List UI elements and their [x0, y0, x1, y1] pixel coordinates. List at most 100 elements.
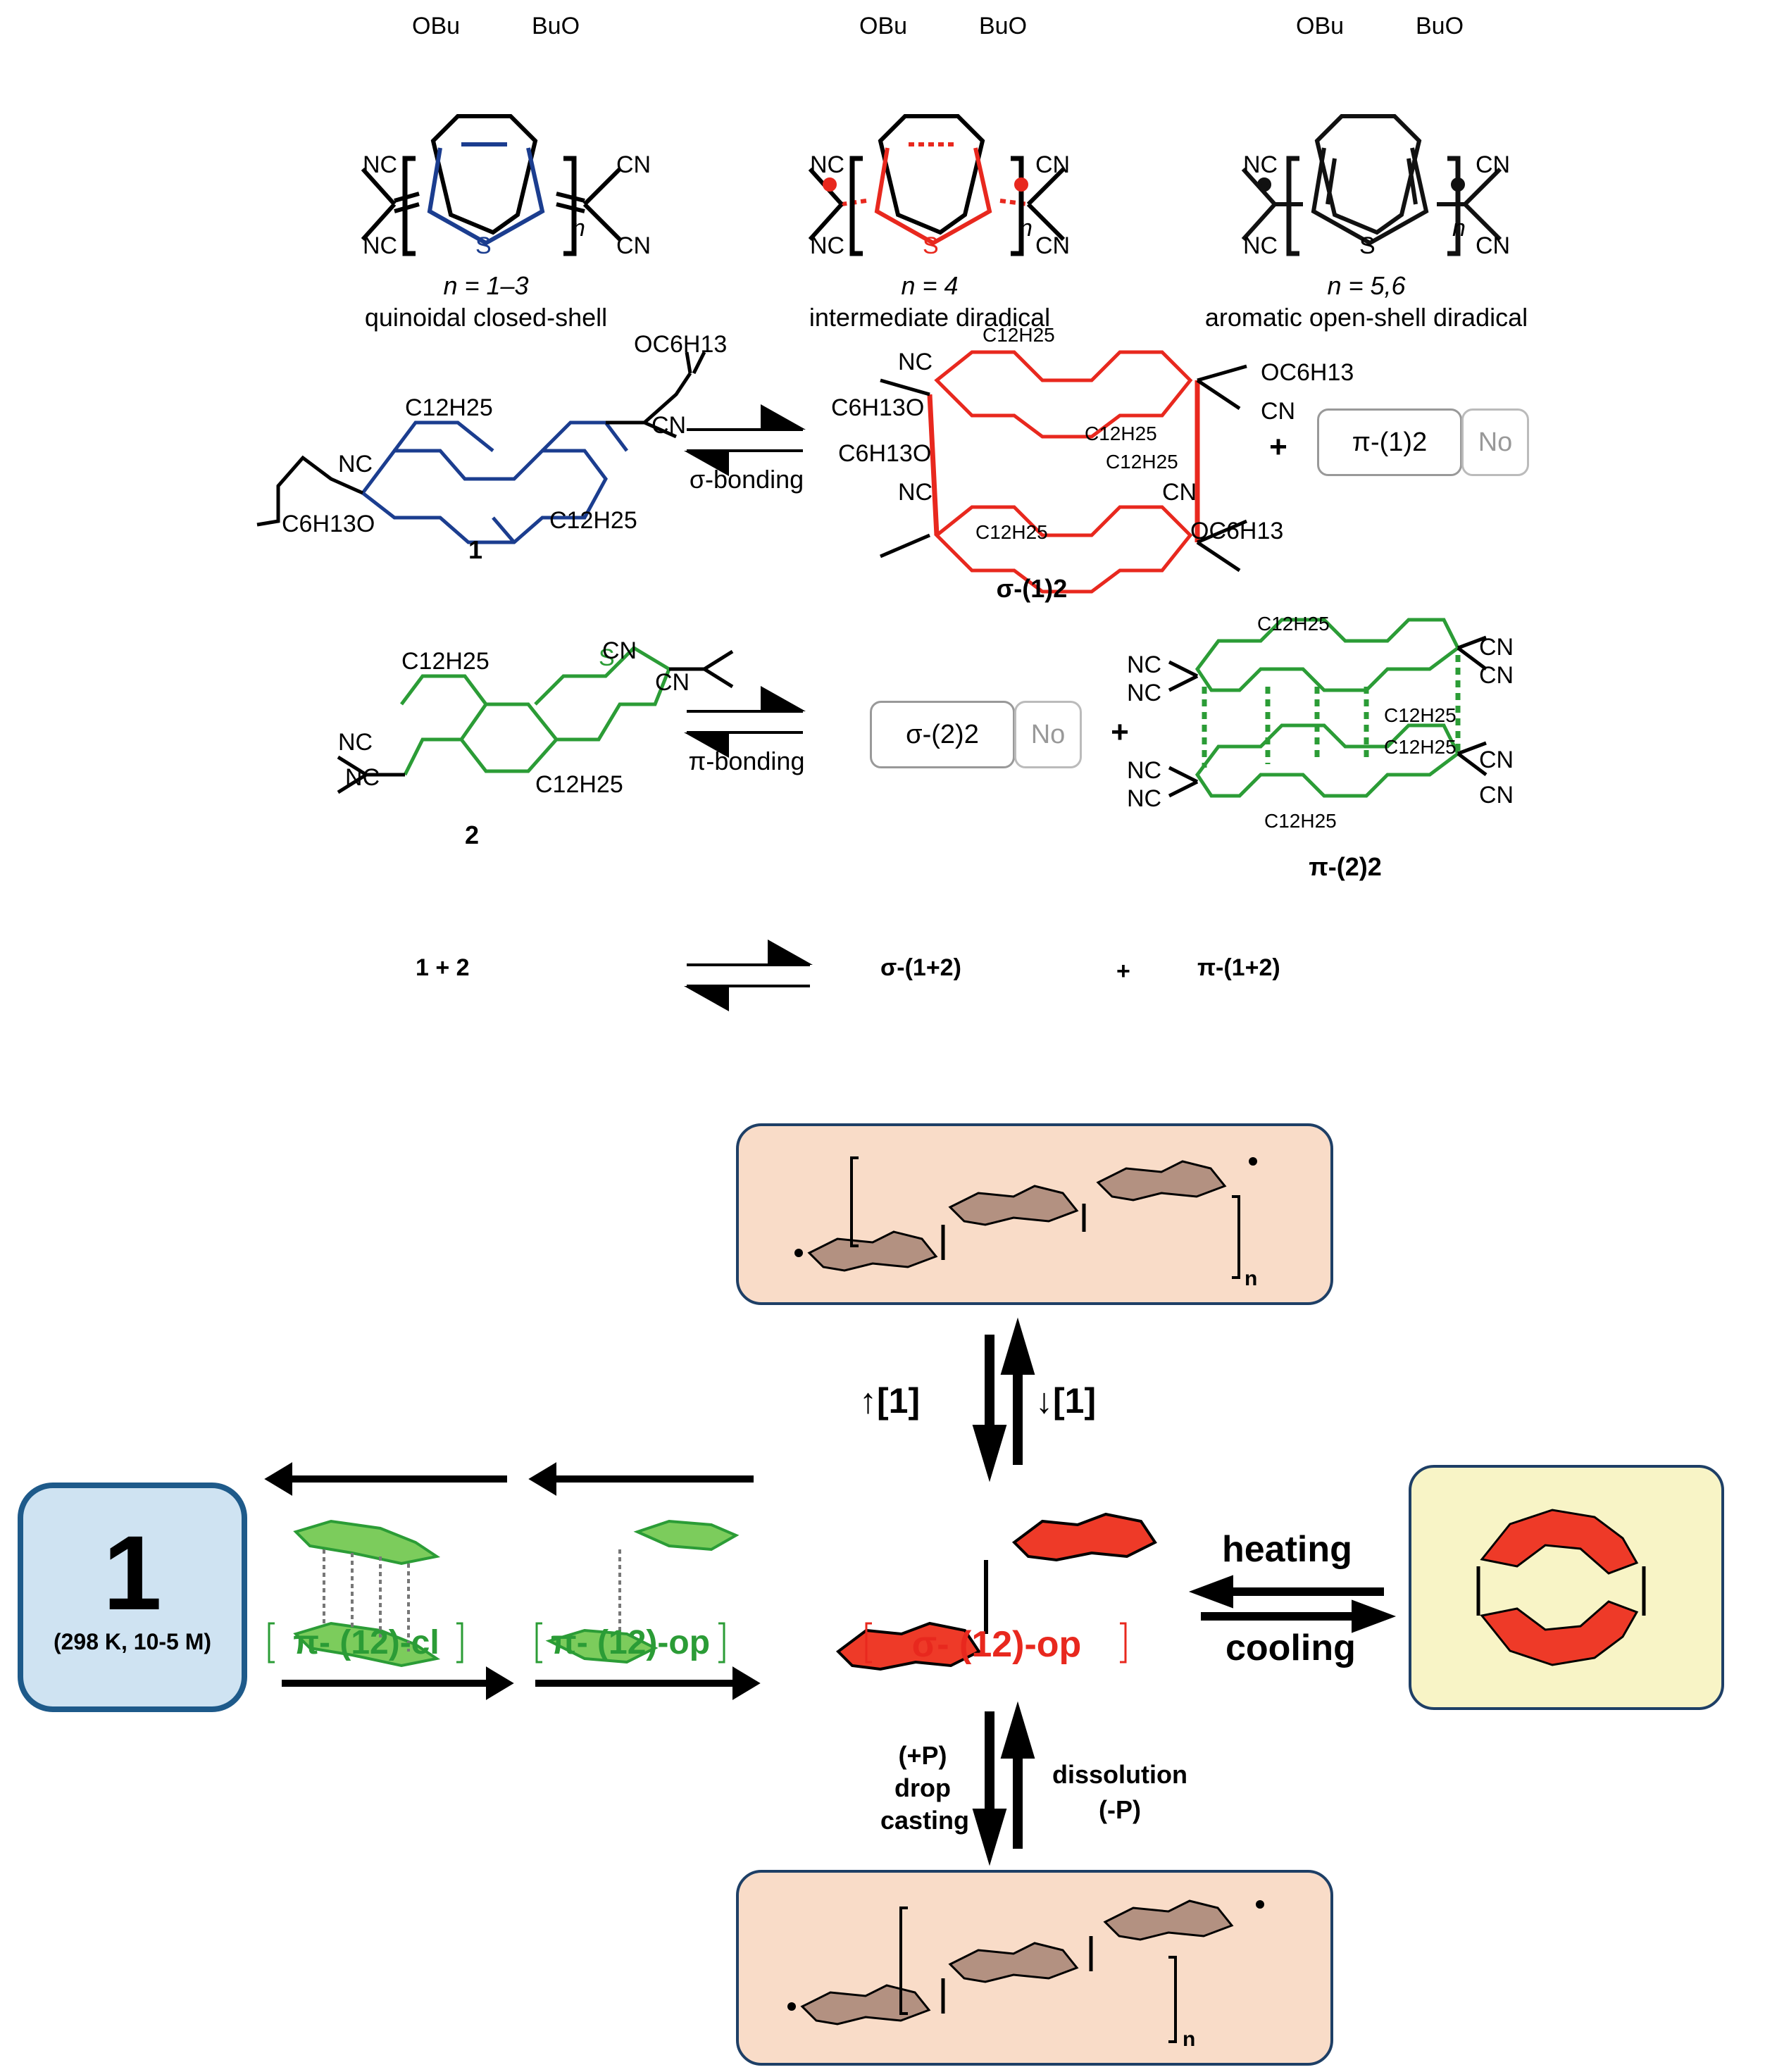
- row1b-buo: BuO: [979, 13, 1028, 39]
- s1-ester-l-bottom: C6H13O: [838, 440, 932, 467]
- row1-structure-quinoidal: [361, 114, 622, 256]
- drop-casting-line2: drop: [894, 1773, 951, 1802]
- p2-c12-mid2: C12H25: [1384, 736, 1457, 758]
- drop-casting-line3: casting: [880, 1806, 970, 1835]
- equilibrium-arrows-row4: [684, 940, 813, 1011]
- row1b-obu: OBu: [859, 13, 908, 39]
- row1c-caption: aromatic open-shell diradical: [1204, 303, 1528, 332]
- row1a-buo: BuO: [532, 13, 580, 39]
- row1c-nc-top: NC: [1243, 151, 1278, 178]
- monomer-box-conditions: (298 K, 10-5 M): [53, 1629, 212, 1654]
- sigma-op-structure: [835, 1512, 1157, 1671]
- row1b-cn-top: CN: [1035, 151, 1071, 178]
- c2-nc-top: NC: [338, 729, 373, 756]
- p2-c12-top: C12H25: [1257, 613, 1330, 635]
- row4-reactants: 1 + 2: [416, 954, 470, 981]
- pi-dimer-2-label: π-(2)2: [1309, 852, 1382, 881]
- polymer-bottom-structure: [787, 1899, 1264, 2043]
- polymer-bottom-n: n: [1183, 2028, 1196, 2051]
- compound-1-label: 1: [468, 535, 483, 564]
- vertical-arrows-bottom: [972, 1701, 1035, 1866]
- equilibrium-arrows-row3: [684, 686, 806, 758]
- row1a-n: n: [572, 215, 585, 242]
- left-arrows: [264, 1462, 761, 1700]
- sigma-bonding-label: σ-bonding: [689, 465, 804, 494]
- sigma-2-dimer-no: No: [1014, 701, 1082, 768]
- row1b-sulfur: S: [923, 232, 939, 259]
- row1a-caption: quinoidal closed-shell: [364, 303, 608, 332]
- row4-pi-product: π-(1+2): [1197, 954, 1280, 981]
- vertical-arrows-top: [972, 1317, 1035, 1483]
- dissolution-label: dissolution (-P): [1042, 1757, 1197, 1828]
- p2-cn-3: CN: [1479, 747, 1514, 773]
- row1c-n: n: [1452, 215, 1466, 242]
- equilibrium-arrows-row2: [684, 404, 806, 476]
- c1-nc: NC: [338, 451, 373, 478]
- c2-cn-top: CN: [602, 637, 637, 664]
- c1-c12-bottom: C12H25: [549, 507, 637, 534]
- row1-structure-intermediate: [808, 114, 1066, 256]
- p2-nc-4: NC: [1127, 785, 1162, 812]
- drop-casting-label: (+P) drop casting: [880, 1740, 970, 1837]
- polymer-panel-top: n: [736, 1123, 1333, 1305]
- p2-cn-4: CN: [1479, 782, 1514, 809]
- row1b-n-value: n = 4: [901, 271, 959, 300]
- row1a-sulfur: S: [475, 232, 492, 259]
- row1-structure-aromatic: [1241, 114, 1502, 256]
- c2-cn-bottom: CN: [655, 669, 690, 696]
- pi-1-dimer-tag: π-(1)2: [1317, 408, 1462, 476]
- down-concentration-label: ↓[1]: [1035, 1381, 1097, 1421]
- p2-c12-mid1: C12H25: [1384, 704, 1457, 726]
- label-brackets: [268, 1622, 1127, 1664]
- row1c-buo: BuO: [1416, 13, 1464, 39]
- c1-ester-bottom: C6H13O: [282, 511, 375, 537]
- polymer-top-structure: [794, 1156, 1257, 1279]
- s1-c12-bottom: C12H25: [975, 521, 1048, 543]
- row1c-nc-bottom: NC: [1243, 232, 1278, 259]
- row1c-cn-bottom: CN: [1476, 232, 1511, 259]
- s1-cn-top: CN: [1261, 398, 1296, 425]
- row1a-cn-bottom: CN: [616, 232, 651, 259]
- s1-ester-bottom: OC6H13: [1190, 518, 1284, 544]
- sigma-dimer-1-structure: [880, 350, 1247, 594]
- c1-cn: CN: [651, 412, 687, 439]
- row2-plus: +: [1269, 430, 1287, 464]
- row1c-cn-top: CN: [1476, 151, 1511, 178]
- row4-plus: +: [1116, 958, 1130, 985]
- row1b-nc-top: NC: [810, 151, 845, 178]
- row1a-nc-bottom: NC: [363, 232, 398, 259]
- row1b-cn-bottom: CN: [1035, 232, 1071, 259]
- s1-ester-top: OC6H13: [1261, 359, 1354, 386]
- s1-c12-top: C12H25: [983, 324, 1055, 346]
- p2-cn-2: CN: [1479, 662, 1514, 689]
- p2-c12-bottom: C12H25: [1264, 810, 1337, 832]
- pi-op-structure: [545, 1519, 740, 1664]
- c2-c12-bottom: C12H25: [535, 771, 623, 798]
- monomer-box: 1 (298 K, 10-5 M): [18, 1483, 247, 1712]
- pi-bonding-label: π-bonding: [688, 747, 805, 775]
- s1-c12-mid1: C12H25: [1085, 423, 1157, 444]
- c1-ester-top: OC6H13: [634, 331, 728, 358]
- s1-c12-mid2: C12H25: [1106, 451, 1178, 473]
- c2-sulfur: S: [599, 644, 615, 671]
- row1a-nc-top: NC: [363, 151, 398, 178]
- c2-nc-bottom: NC: [345, 764, 380, 791]
- row1c-n-value: n = 5,6: [1327, 271, 1406, 300]
- row1a-obu: OBu: [412, 13, 461, 39]
- p2-nc-1: NC: [1127, 651, 1162, 678]
- sigma-2-dimer-tag: σ-(2)2: [870, 701, 1015, 768]
- dissolution-line1: dissolution: [1052, 1760, 1187, 1789]
- p2-cn-1: CN: [1479, 634, 1514, 661]
- macrocycle-structure: [1476, 1509, 1646, 1666]
- s1-ester-l-top: C6H13O: [831, 394, 925, 421]
- sigma-dimer-1-label: σ-(1)2: [996, 574, 1068, 603]
- s1-nc-bottom: NC: [898, 479, 933, 506]
- polymer-panel-bottom: n: [736, 1870, 1333, 2066]
- pi-1-dimer-no: No: [1461, 408, 1529, 476]
- row1b-n: n: [1019, 215, 1033, 242]
- row3-plus: +: [1111, 715, 1129, 749]
- row1a-n-value: n = 1–3: [443, 271, 529, 300]
- monomer-box-number: 1: [103, 1514, 162, 1632]
- s1-cn-bottom: CN: [1162, 479, 1197, 506]
- compound-1-structure: [256, 351, 706, 544]
